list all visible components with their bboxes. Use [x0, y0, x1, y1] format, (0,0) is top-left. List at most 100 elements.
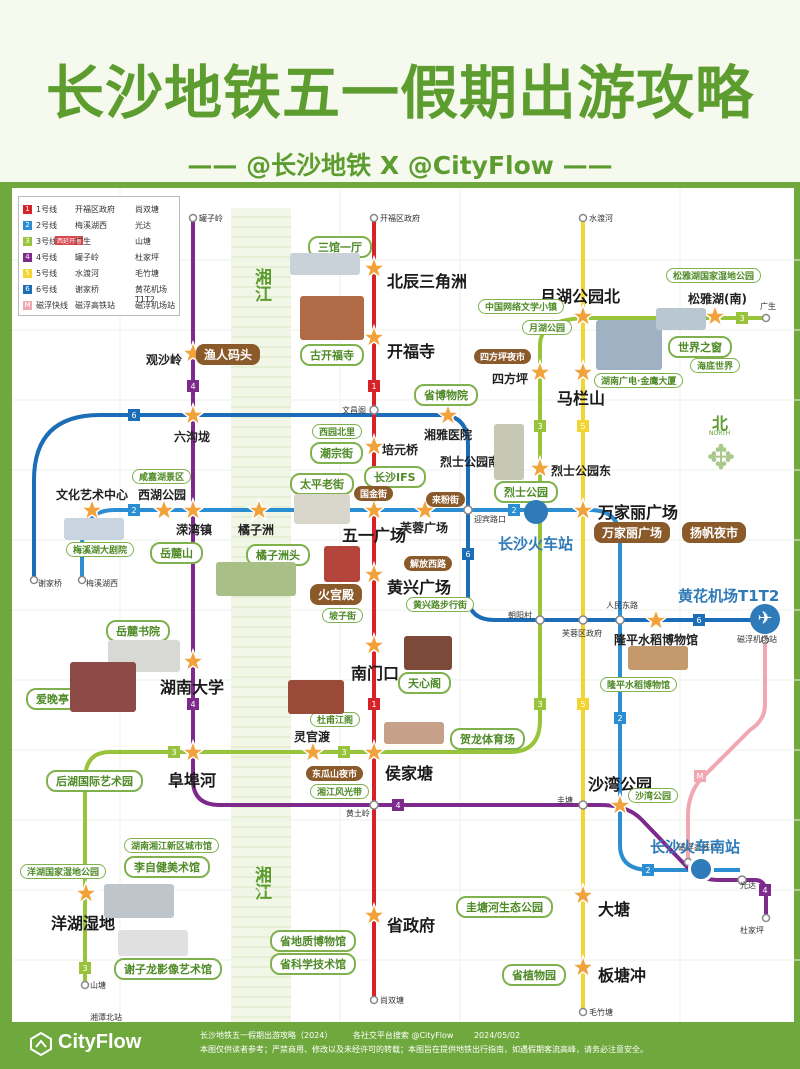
line-chip: M — [23, 301, 32, 310]
svg-text:3: 3 — [341, 748, 346, 757]
svg-text:2: 2 — [131, 506, 136, 515]
attraction-tag: 省植物园 — [502, 964, 566, 986]
line-chip: 4 — [23, 253, 32, 262]
legend-line-name: 磁浮快线 — [36, 301, 68, 310]
line-chip: 2 — [23, 221, 32, 230]
legend-to: 毛竹塘 — [135, 269, 159, 278]
line-chip: 3 — [23, 237, 32, 246]
river-label-top: 湘江 — [251, 268, 271, 302]
attraction-tag: 杜甫江阁 — [310, 712, 361, 727]
station-label: 长沙火车站 — [498, 535, 574, 553]
attraction-tag: 洋湖国家湿地公园 — [20, 864, 107, 879]
attraction-tag: 长沙IFS — [364, 466, 426, 488]
attraction-tag: 渔人码头 — [196, 344, 261, 365]
attraction-tag: 扬帆夜市 — [682, 522, 747, 543]
legend-to: 磁浮机场站 — [135, 301, 175, 310]
legend-from: 磁浮高铁站 — [75, 301, 115, 310]
terminus-label: 光达 — [740, 881, 756, 890]
landmark-image — [290, 253, 360, 275]
legend-row: 5 5号线 水渡河 毛竹塘 — [23, 267, 179, 281]
attraction-tag: 省科学技术馆 — [270, 953, 356, 975]
station-label: 马栏山 — [557, 389, 606, 408]
station-label: 隆平水稻博物馆 — [614, 633, 699, 647]
svg-text:5: 5 — [580, 422, 585, 431]
attraction-tag: 万家丽广场 — [594, 522, 671, 543]
station-label: 灵官渡 — [294, 730, 331, 744]
station-label: 南门口 — [351, 664, 400, 683]
station-label: 省政府 — [387, 916, 436, 935]
river-label-bottom: 湘江 — [251, 866, 271, 900]
legend-line-name: 2号线 — [36, 221, 58, 230]
terminus-label: 梅溪湖西 — [86, 579, 118, 588]
svg-text:4: 4 — [395, 801, 400, 810]
station-label: 阜埠河 — [168, 771, 217, 790]
station-label: 溁湾镇 — [176, 523, 213, 537]
landmark-image — [64, 518, 124, 540]
attraction-tag: 烈士公园 — [494, 481, 558, 503]
attraction-tag: 湖南湘江新区城市馆 — [124, 838, 220, 853]
attraction-tag: 圭塘河生态公园 — [456, 896, 553, 918]
attraction-tag: 海底世界 — [690, 358, 741, 373]
svg-text:4: 4 — [190, 382, 195, 391]
landmark-image — [628, 646, 688, 670]
svg-text:3: 3 — [537, 700, 542, 709]
line-legend: 1 1号线 开福区政府 尚双塘 2 2号线 梅溪湖西 光达 3 3号线 西延开通… — [18, 196, 180, 316]
attraction-tag: 贺龙体育场 — [450, 728, 525, 750]
footer: CityFlow 长沙地铁五一假期出游攻略（2024） 各社交平台搜索 @Cit… — [0, 1022, 800, 1069]
footer-social-note: 各社交平台搜索 @CityFlow — [352, 1031, 454, 1040]
attraction-tag: 中国网络文学小镇 — [478, 299, 565, 314]
footer-title-note: 长沙地铁五一假期出游攻略（2024） — [200, 1031, 333, 1040]
legend-to: 光达 — [135, 221, 151, 230]
station-label: 长沙火车南站 — [650, 838, 741, 856]
svg-text:M: M — [697, 772, 704, 781]
legend-row: 1 1号线 开福区政府 尚双塘 — [23, 203, 179, 217]
legend-to: 黄花机场T1T2 — [135, 285, 167, 304]
svg-text:1: 1 — [371, 700, 376, 709]
attraction-tag: 坡子街 — [322, 608, 364, 623]
attraction-tag: 太平老街 — [290, 473, 354, 495]
station-label: 洋湖湿地 — [51, 914, 116, 933]
station-label: 板塘冲 — [598, 966, 647, 985]
attraction-tag: 东瓜山夜市 — [306, 766, 364, 781]
station-label: 黄兴广场 — [387, 578, 452, 597]
attraction-tag: 天心阁 — [398, 672, 451, 694]
svg-text:2: 2 — [645, 866, 650, 875]
station-label: 侯家塘 — [385, 764, 434, 783]
station-label: 开福寺 — [387, 342, 436, 361]
station-label: 黄花机场T1T2 — [678, 587, 780, 605]
airplane-icon: ✈ — [750, 604, 780, 634]
maglev-line — [686, 640, 767, 862]
station-label: 橘子洲 — [238, 523, 275, 537]
line-chip: 1 — [23, 205, 32, 214]
attraction-tag: 岳麓山 — [150, 542, 203, 564]
attraction-tag: 国金街 — [354, 486, 394, 501]
landmark-image — [300, 296, 364, 340]
attraction-tag: 爱晚亭 — [26, 688, 79, 710]
terminus-label: 磁浮机场站 — [737, 635, 777, 644]
terminus-label: 广生 — [760, 302, 776, 311]
station-label: 北辰三角洲 — [387, 272, 468, 291]
legend-to: 杜家坪 — [135, 253, 159, 262]
attraction-tag: 省地质博物馆 — [270, 930, 356, 952]
terminus-label: 磁浮高铁站 — [678, 843, 718, 852]
svg-text:2: 2 — [511, 506, 516, 515]
legend-to: 山塘 — [135, 237, 151, 246]
attraction-tag: 省博物院 — [414, 384, 478, 406]
svg-text:3: 3 — [537, 422, 542, 431]
station-label: 松雅湖(南) — [688, 292, 747, 306]
station-label: 大塘 — [598, 900, 631, 919]
station-label: 圭塘 — [557, 796, 573, 805]
station-label: 朝阳村 — [508, 611, 532, 620]
legend-row: M 磁浮快线 磁浮高铁站 磁浮机场站 — [23, 299, 179, 313]
legend-from: 谢家桥 — [75, 285, 99, 294]
station-label: 文昌阁 — [342, 406, 366, 415]
legend-from: 梅溪湖西 — [75, 221, 107, 230]
page-title: 长沙地铁五一假期出游攻略 — [45, 59, 754, 127]
station-label: 四方坪 — [492, 372, 529, 386]
header: 长沙地铁五一假期出游攻略 —— @长沙地铁 X @CityFlow —— — [0, 0, 800, 188]
compass-north-en: NORTH — [709, 430, 731, 437]
legend-line-name: 4号线 — [36, 253, 58, 262]
svg-text:6: 6 — [696, 616, 701, 625]
legend-extension-tag: 西延开通 — [55, 236, 84, 245]
landmark-image — [596, 320, 662, 370]
